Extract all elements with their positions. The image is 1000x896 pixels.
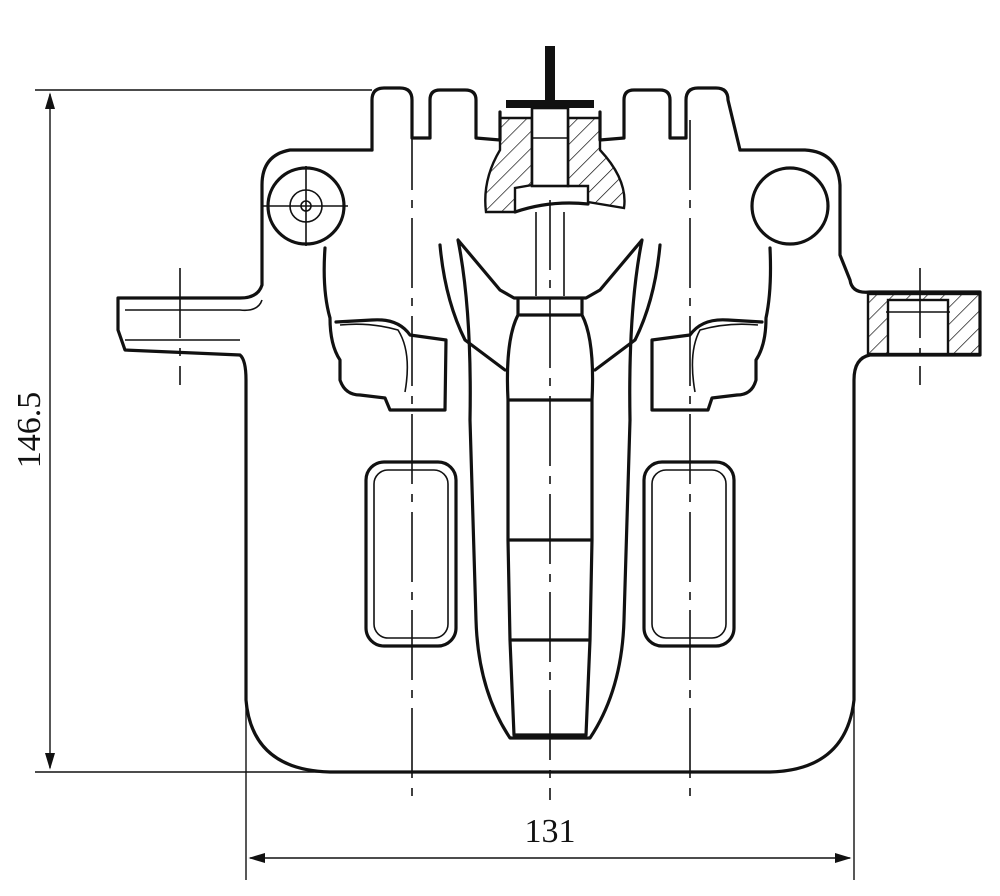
bleeder-body [530, 106, 570, 188]
left-window [364, 460, 458, 648]
right-side-cavity [650, 246, 773, 412]
height-dimension-label: 146.5 [11, 392, 48, 469]
right-window [642, 460, 736, 648]
width-dimension-label: 131 [525, 813, 576, 850]
bleeder-nut [506, 100, 594, 108]
left-side-cavity [322, 246, 448, 412]
right-fitting-bore [886, 298, 950, 356]
center-cavity-outline [456, 238, 644, 740]
top-lug-1 [370, 86, 502, 152]
caliper-body-outline [116, 148, 982, 774]
right-pin-boss [750, 166, 830, 246]
bleeder-section-left [484, 116, 534, 214]
top-lug-2 [598, 86, 742, 152]
bleeder-screw-shaft [545, 46, 555, 102]
bleeder-section-right [566, 116, 626, 210]
